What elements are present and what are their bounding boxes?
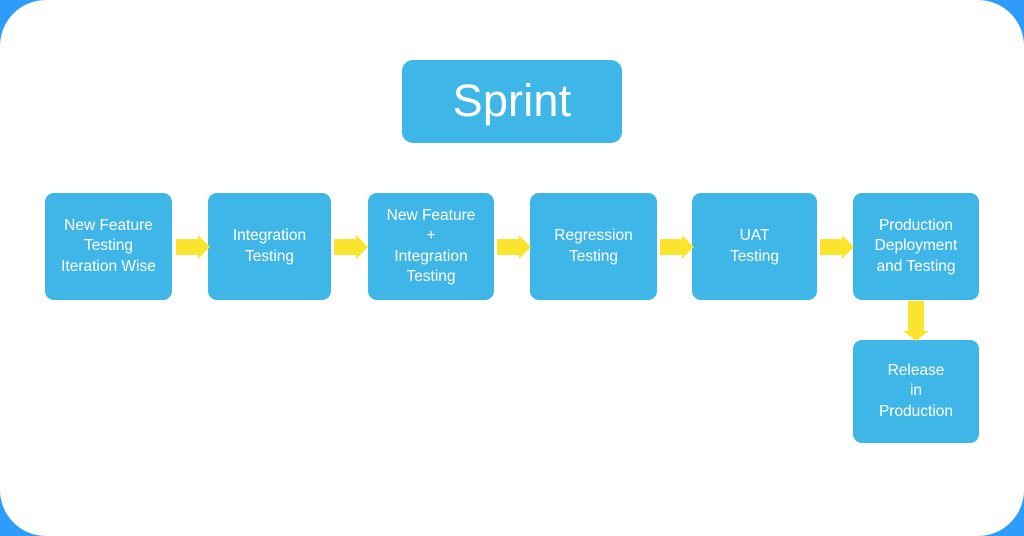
- node-new-feature-integration-testing[interactable]: New Feature + Integration Testing: [368, 193, 494, 300]
- node-regression-testing[interactable]: Regression Testing: [530, 193, 657, 300]
- arrow-right-icon: [497, 235, 531, 259]
- arrow-right-icon: [660, 235, 694, 259]
- node-integration-testing[interactable]: Integration Testing: [208, 193, 331, 300]
- node-uat-testing[interactable]: UAT Testing: [692, 193, 817, 300]
- node-production-deployment-and-testing[interactable]: Production Deployment and Testing: [853, 193, 979, 300]
- arrow-right-icon: [176, 235, 210, 259]
- arrow-down-icon: [903, 301, 929, 341]
- node-sprint[interactable]: Sprint: [402, 60, 622, 143]
- node-uat-testing-label: UAT Testing: [729, 227, 780, 265]
- node-new-feature-testing-label: New Feature Testing Iteration Wise: [61, 217, 156, 275]
- node-release-in-production[interactable]: Release in Production: [853, 340, 979, 443]
- node-production-deployment-and-testing-label: Production Deployment and Testing: [874, 217, 958, 275]
- node-new-feature-testing[interactable]: New Feature Testing Iteration Wise: [45, 193, 172, 300]
- arrow-right-icon: [820, 235, 854, 259]
- node-integration-testing-label: Integration Testing: [232, 227, 307, 265]
- node-new-feature-integration-testing-label: New Feature + Integration Testing: [386, 207, 476, 285]
- node-sprint-label: Sprint: [452, 75, 572, 127]
- arrow-right-icon: [334, 235, 368, 259]
- node-release-in-production-label: Release in Production: [878, 362, 954, 420]
- node-regression-testing-label: Regression Testing: [554, 227, 633, 265]
